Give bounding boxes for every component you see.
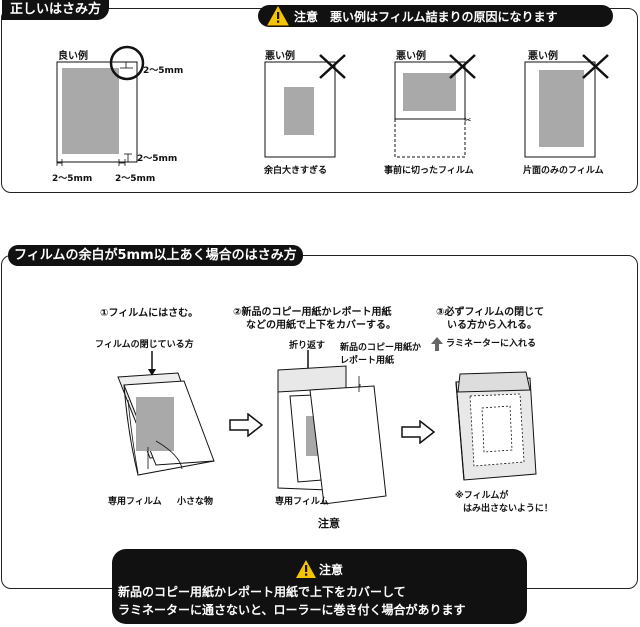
warning-icon xyxy=(267,6,289,26)
special-film-label-1: 専用フィルム xyxy=(108,497,162,507)
note-label-2: はみ出さないように！ xyxy=(463,504,553,514)
step-2-title-line1: ②新品のコピー用紙かレポート用紙 xyxy=(233,307,392,318)
copy-paper-label-2: レポート用紙 xyxy=(340,356,395,366)
margin-bottom-right-label: 2～5mm xyxy=(115,174,156,184)
step-1-title: ①フィルムにはさむ。 xyxy=(100,308,199,319)
svg-text:✂: ✂ xyxy=(464,116,472,126)
bad-example-3-label: 悪い例 xyxy=(528,51,558,62)
section-large-margin-title: フィルムの余白が5mm以上あく場合のはさみ方 xyxy=(8,245,303,266)
margin-top-label: 2～5mm xyxy=(143,66,184,76)
bad-example-1-diagram xyxy=(264,54,346,158)
next-arrow-icon xyxy=(229,413,264,437)
special-film-label-2: 専用フィルム xyxy=(275,497,329,507)
step-2-title-line2: などの用紙で上下をカバーする。 xyxy=(246,320,396,331)
upload-arrow-icon xyxy=(431,337,443,351)
notice-line-1: 新品のコピー用紙かレポート用紙で上下をカバーして xyxy=(118,585,406,599)
insert-laminator-label: ラミネーターに入れる xyxy=(446,339,537,349)
note-label-1: ※フィルムが xyxy=(455,491,509,501)
margin-right-label: 2～5mm xyxy=(137,154,178,164)
bad-example-3-diagram xyxy=(524,54,609,158)
warning-banner: 注意 悪い例はフィルム詰まりの原因になります xyxy=(258,5,613,27)
notice-warning-icon xyxy=(296,560,316,578)
section-correct-method-title: 正しいはさみ方 xyxy=(2,0,110,20)
bad-example-3-caption: 片面のみのフィルム xyxy=(523,166,604,176)
bad-example-2-diagram: ✂ xyxy=(394,54,476,158)
small-item-label: 小さな物 xyxy=(177,497,214,507)
next-arrow-icon-2 xyxy=(401,420,436,444)
notice-panel: 注意 新品のコピー用紙かレポート用紙で上下をカバーして ラミネーターに通さないと… xyxy=(112,549,527,624)
cut-off-caution-text: 注意 xyxy=(318,517,340,530)
good-example-diagram xyxy=(56,45,145,166)
warning-banner-text: 注意 悪い例はフィルム詰まりの原因になります xyxy=(294,10,558,24)
step-1-diagram xyxy=(117,351,215,476)
bad-example-1-caption: 余白大きすぎる xyxy=(264,166,328,176)
margin-bottom-left-label: 2～5mm xyxy=(52,174,93,184)
notice-title: 注意 xyxy=(319,563,344,577)
bad-example-2-caption: 事前に切ったフィルム xyxy=(384,166,474,176)
step-2-diagram xyxy=(277,350,387,505)
folded-label: 折り返す xyxy=(289,341,326,351)
notice-line-2: ラミネーターに通さないと、ローラーに巻き付く場合があります xyxy=(118,603,466,617)
step-3-title-line2: いる方から入れる。 xyxy=(447,320,537,331)
film-closed-side-label: フィルムの閉じている方 xyxy=(95,340,194,350)
good-example-label: 良い例 xyxy=(58,51,88,62)
step-3-title-line1: ③必ずフィルムの閉じて xyxy=(436,307,545,318)
copy-paper-label-1: 新品のコピー用紙か xyxy=(340,343,422,353)
bad-example-1-label: 悪い例 xyxy=(265,51,295,62)
step-3-diagram xyxy=(455,371,537,481)
bad-example-2-label: 悪い例 xyxy=(396,51,426,62)
